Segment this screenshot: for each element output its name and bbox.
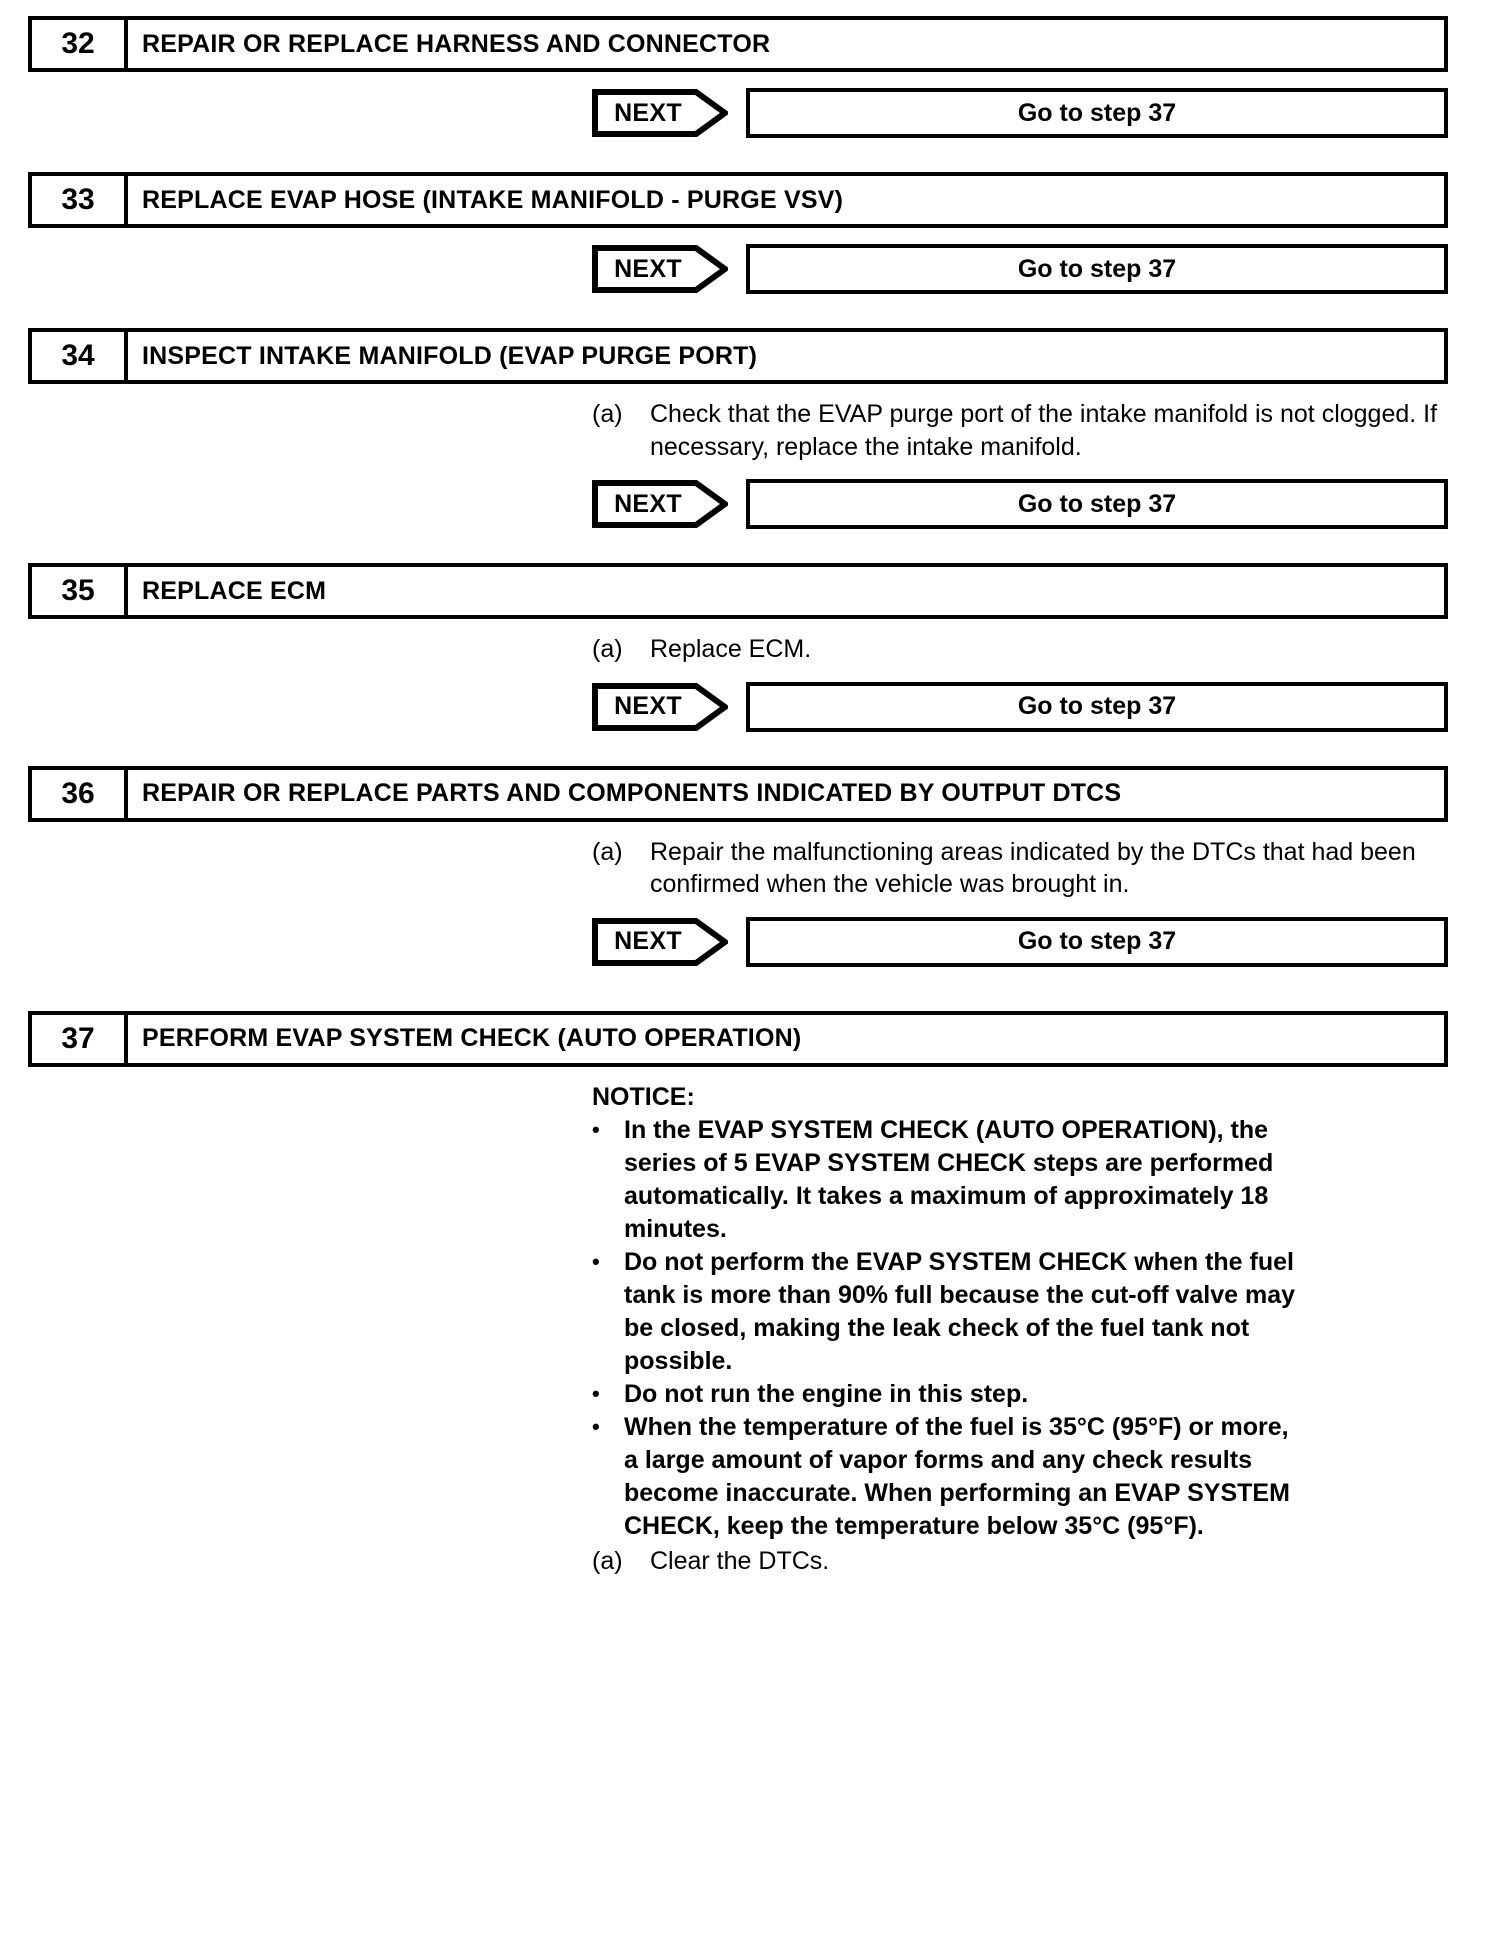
instruction-marker: (a): [592, 400, 623, 428]
step-number-34: 34: [32, 332, 128, 380]
instruction-text: Check that the EVAP purge port of the in…: [650, 400, 1438, 461]
notice-bullet-text: In the EVAP SYSTEM CHECK (AUTO OPERATION…: [624, 1115, 1274, 1243]
notice-bullet-item: • In the EVAP SYSTEM CHECK (AUTO OPERATI…: [592, 1114, 1448, 1246]
notice-bullet-text: Do not run the engine in this step.: [624, 1379, 1029, 1408]
step-title-35: REPLACE ECM: [142, 576, 327, 605]
instruction-text: Repair the malfunctioning areas indicate…: [650, 837, 1416, 899]
notice-bullet-item: • Do not run the engine in this step.: [592, 1378, 1448, 1411]
step-body-34: (a) Check that the EVAP purge port of th…: [0, 398, 1504, 463]
instruction-text: Clear the DTCs.: [650, 1546, 830, 1575]
step-number-36: 36: [32, 769, 128, 818]
goto-step-label: Go to step 37: [1017, 489, 1177, 518]
instruction-text: Replace ECM.: [650, 635, 812, 663]
step-header-33: 33 REPLACE EVAP HOSE (INTAKE MANIFOLD - …: [28, 172, 1448, 228]
instruction-marker: (a): [592, 1546, 623, 1575]
step-header-32: 32 REPAIR OR REPLACE HARNESS AND CONNECT…: [28, 16, 1448, 72]
notice-bullet-item: • Do not perform the EVAP SYSTEM CHECK w…: [592, 1246, 1448, 1378]
step-block-36: 36 REPAIR OR REPLACE PARTS AND COMPONENT…: [0, 765, 1504, 967]
step-number-32: 32: [32, 20, 128, 68]
step-header-35: 35 REPLACE ECM: [28, 563, 1448, 619]
step-title-36: REPAIR OR REPLACE PARTS AND COMPONENTS I…: [142, 779, 1122, 807]
step-block-37: 37 PERFORM EVAP SYSTEM CHECK (AUTO OPERA…: [0, 1010, 1504, 1578]
goto-step-box[interactable]: Go to step 37: [746, 244, 1448, 294]
step-title-33: REPLACE EVAP HOSE (INTAKE MANIFOLD - PUR…: [142, 185, 844, 214]
step-header-37: 37 PERFORM EVAP SYSTEM CHECK (AUTO OPERA…: [28, 1010, 1448, 1067]
goto-step-label: Go to step 37: [1017, 254, 1177, 283]
step-gap-33-34: [0, 294, 1504, 328]
instruction-marker: (a): [592, 635, 623, 663]
notice-bullet-text: When the temperature of the fuel is 35°C…: [624, 1412, 1290, 1540]
instruction-item: (a) Replace ECM.: [592, 633, 1448, 666]
next-arrow-icon[interactable]: NEXT: [592, 479, 728, 529]
step-header-36: 36 REPAIR OR REPLACE PARTS AND COMPONENT…: [28, 765, 1448, 822]
step-gap-34-35: [0, 529, 1504, 563]
step-number-37: 37: [32, 1014, 128, 1063]
step-title-34: INSPECT INTAKE MANIFOLD (EVAP PURGE PORT…: [142, 341, 758, 370]
notice-bullet-item: • When the temperature of the fuel is 35…: [592, 1411, 1448, 1543]
next-arrow-icon[interactable]: NEXT: [592, 917, 728, 967]
bullet-icon: •: [592, 1413, 600, 1439]
step-title-32: REPAIR OR REPLACE HARNESS AND CONNECTOR: [142, 29, 771, 58]
goto-step-label: Go to step 37: [1017, 927, 1177, 955]
bullet-icon: •: [592, 1248, 600, 1274]
step-number-33: 33: [32, 176, 128, 224]
goto-step-label: Go to step 37: [1017, 692, 1177, 720]
bullet-icon: •: [592, 1116, 600, 1142]
goto-step-box[interactable]: Go to step 37: [746, 681, 1448, 732]
step-body-35: (a) Replace ECM.: [0, 633, 1504, 666]
next-row-34: NEXT Go to step 37: [0, 479, 1504, 529]
goto-step-label: Go to step 37: [1017, 98, 1177, 127]
top-spacer: [0, 0, 1504, 16]
instruction-item: (a) Clear the DTCs.: [592, 1545, 1448, 1578]
bullet-icon: •: [592, 1380, 600, 1406]
next-row-32: NEXT Go to step 37: [0, 88, 1504, 138]
step-gap-32-33: [0, 138, 1504, 172]
step-body-37: (a) Clear the DTCs.: [0, 1545, 1504, 1578]
notice-block: NOTICE: • In the EVAP SYSTEM CHECK (AUTO…: [0, 1081, 1504, 1543]
instruction-item: (a) Check that the EVAP purge port of th…: [592, 398, 1448, 463]
instruction-item: (a) Repair the malfunctioning areas indi…: [592, 836, 1448, 901]
step-block-32: 32 REPAIR OR REPLACE HARNESS AND CONNECT…: [0, 16, 1504, 138]
step-block-34: 34 INSPECT INTAKE MANIFOLD (EVAP PURGE P…: [0, 328, 1504, 529]
step-block-35: 35 REPLACE ECM (a) Replace ECM. NEXT Go …: [0, 563, 1504, 732]
goto-step-box[interactable]: Go to step 37: [746, 479, 1448, 529]
goto-step-box[interactable]: Go to step 37: [746, 916, 1448, 967]
step-header-34: 34 INSPECT INTAKE MANIFOLD (EVAP PURGE P…: [28, 328, 1448, 384]
next-row-36: NEXT Go to step 37: [0, 916, 1504, 967]
next-row-35: NEXT Go to step 37: [0, 681, 1504, 732]
notice-bullet-list: • In the EVAP SYSTEM CHECK (AUTO OPERATI…: [592, 1114, 1448, 1543]
notice-bullet-text: Do not perform the EVAP SYSTEM CHECK whe…: [624, 1247, 1296, 1375]
step-title-37: PERFORM EVAP SYSTEM CHECK (AUTO OPERATIO…: [142, 1024, 802, 1052]
notice-heading: NOTICE:: [592, 1082, 695, 1111]
next-arrow-icon[interactable]: NEXT: [592, 682, 728, 732]
next-row-33: NEXT Go to step 37: [0, 244, 1504, 294]
goto-step-box[interactable]: Go to step 37: [746, 88, 1448, 138]
next-arrow-icon[interactable]: NEXT: [592, 88, 728, 138]
step-block-33: 33 REPLACE EVAP HOSE (INTAKE MANIFOLD - …: [0, 172, 1504, 294]
instruction-marker: (a): [592, 837, 623, 866]
step-number-35: 35: [32, 567, 128, 615]
step-body-36: (a) Repair the malfunctioning areas indi…: [0, 836, 1504, 901]
step-gap-35-36: [0, 732, 1504, 766]
next-arrow-icon[interactable]: NEXT: [592, 244, 728, 294]
step-gap-36-37: [0, 967, 1504, 1011]
